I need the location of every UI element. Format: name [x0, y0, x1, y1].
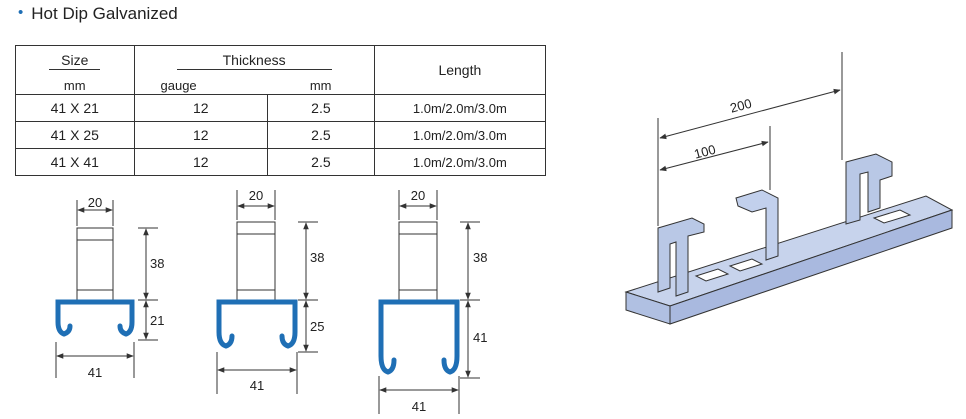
dim-height-lower: 21 — [150, 313, 164, 328]
dim-width-bottom: 41 — [88, 365, 102, 380]
channel-profile-41x25: 20 38 25 41 — [216, 188, 324, 394]
row-mm: 2.5 — [267, 148, 375, 176]
row-length: 1.0m/2.0m/3.0m — [373, 121, 547, 149]
channel-section-icon — [55, 299, 135, 337]
heading-text: Hot Dip Galvanized — [31, 4, 178, 23]
isometric-channel-illustration: 200 100 — [624, 52, 954, 325]
dim-height-lower: 25 — [310, 319, 324, 334]
dim-width-top: 20 — [411, 188, 425, 203]
channel-profile-41x21: 20 38 21 41 — [55, 195, 164, 380]
channel-profile-41x41: 20 38 41 41 — [378, 188, 487, 414]
dim-width-bottom: 41 — [412, 399, 426, 414]
bullet-icon: • — [18, 4, 24, 21]
section-heading: • Hot Dip Galvanized — [18, 4, 178, 24]
dim-height-upper: 38 — [473, 250, 487, 265]
spec-table: Size Thickness Length mm gauge mm 41 X 2… — [15, 45, 547, 176]
dim-width-top: 20 — [249, 188, 263, 203]
dim-width-bottom: 41 — [250, 378, 264, 393]
table-row: 41 X 21 12 2.5 1.0m/2.0m/3.0m — [15, 94, 547, 122]
table-row: 41 X 41 12 2.5 1.0m/2.0m/3.0m — [15, 148, 547, 176]
row-gauge: 12 — [133, 148, 269, 176]
dim-height-upper: 38 — [150, 256, 164, 271]
channel-section-icon — [216, 299, 298, 349]
row-size: 41 X 21 — [15, 94, 135, 122]
row-mm: 2.5 — [267, 121, 375, 149]
dim-height-lower: 41 — [473, 330, 487, 345]
row-length: 1.0m/2.0m/3.0m — [373, 94, 547, 122]
dim-height-upper: 38 — [310, 250, 324, 265]
size-header: Size — [15, 45, 135, 76]
thickness-header: Thickness — [133, 45, 375, 76]
iso-dim-short: 100 — [692, 142, 717, 162]
size-label: Size — [49, 52, 101, 70]
row-length: 1.0m/2.0m/3.0m — [373, 148, 547, 176]
row-size: 41 X 41 — [15, 148, 135, 176]
dim-width-top: 20 — [88, 195, 102, 210]
table-row: 41 X 25 12 2.5 1.0m/2.0m/3.0m — [15, 121, 547, 149]
length-label: Length — [438, 62, 482, 78]
channel-section-icon — [378, 299, 460, 375]
row-size: 41 X 25 — [15, 121, 135, 149]
table-header-row: Size Thickness Length — [15, 45, 547, 95]
thickness-label: Thickness — [176, 52, 332, 70]
iso-dim-long: 200 — [728, 96, 753, 116]
upper-channel-outline — [76, 227, 114, 301]
